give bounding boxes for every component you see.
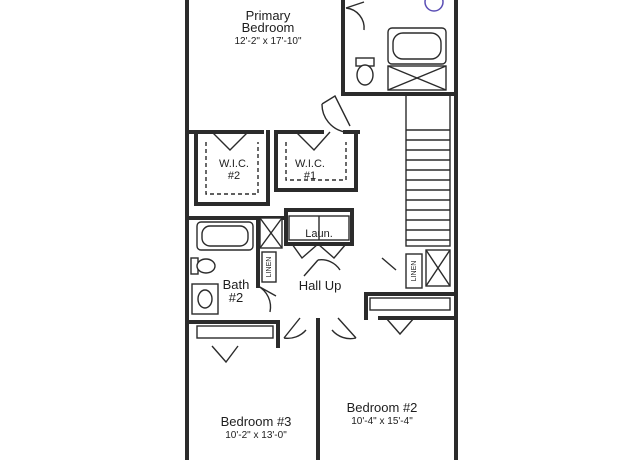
laundry: [284, 208, 354, 260]
bedroom3-door-swing: [283, 317, 307, 340]
bath2-toilet: [190, 257, 216, 275]
wic2-number: #2: [228, 170, 240, 182]
wic2-door: [211, 131, 249, 151]
bedroom3-name: Bedroom #3: [221, 414, 292, 429]
primary-bedroom-name-line2: Bedroom: [242, 20, 295, 35]
lower-bedroom-walls: [185, 292, 458, 460]
toilet: [355, 57, 375, 86]
staircase: [405, 93, 451, 247]
linen-left-label: LINEN: [266, 257, 273, 278]
primary-bedroom-dims: 12'-2" x 17'-10": [234, 36, 302, 47]
primary-door-swing-lower: [303, 259, 341, 277]
wic1-door: [295, 131, 331, 152]
bedroom3-closet: [196, 325, 274, 339]
linen-closet-left: [261, 251, 277, 283]
primary-bath: [345, 0, 447, 91]
bath2-number: #2: [229, 290, 243, 305]
bath2: [185, 216, 288, 315]
bedroom2-dims: 10'-4" x 15'-4": [351, 416, 413, 427]
linen-closet-right: [405, 253, 423, 289]
bedroom2-closet-door: [385, 317, 415, 336]
bath2-sink: [191, 283, 219, 315]
bath2-label: Bath: [223, 277, 250, 292]
linen-right-label: LINEN: [411, 261, 418, 282]
bedroom3-closet-door: [211, 345, 239, 364]
bathtub: [387, 27, 447, 65]
closet-walls: [194, 130, 358, 206]
bedroom3-dims: 10'-2" x 13'-0": [225, 430, 287, 441]
bath2-tub: [196, 221, 254, 251]
exterior-walls: [185, 0, 458, 460]
corner-marker-icon: [424, 0, 444, 12]
wic1-number: #1: [304, 170, 316, 182]
laundry-label: Laun.: [305, 228, 333, 240]
bedroom2-closet: [369, 297, 451, 311]
wic2-label: W.I.C.: [219, 158, 249, 170]
bedroom2-name: Bedroom #2: [347, 400, 418, 415]
wic1-label: W.I.C.: [295, 158, 325, 170]
wic2-shelf: [205, 142, 259, 195]
stair-door-swing: [381, 257, 397, 271]
primary-bedroom-name: Primary: [246, 8, 291, 23]
bedroom2-door-swing: [331, 317, 357, 340]
primary-door-swing: [321, 95, 351, 133]
hall-label: Hall Up: [299, 278, 342, 293]
